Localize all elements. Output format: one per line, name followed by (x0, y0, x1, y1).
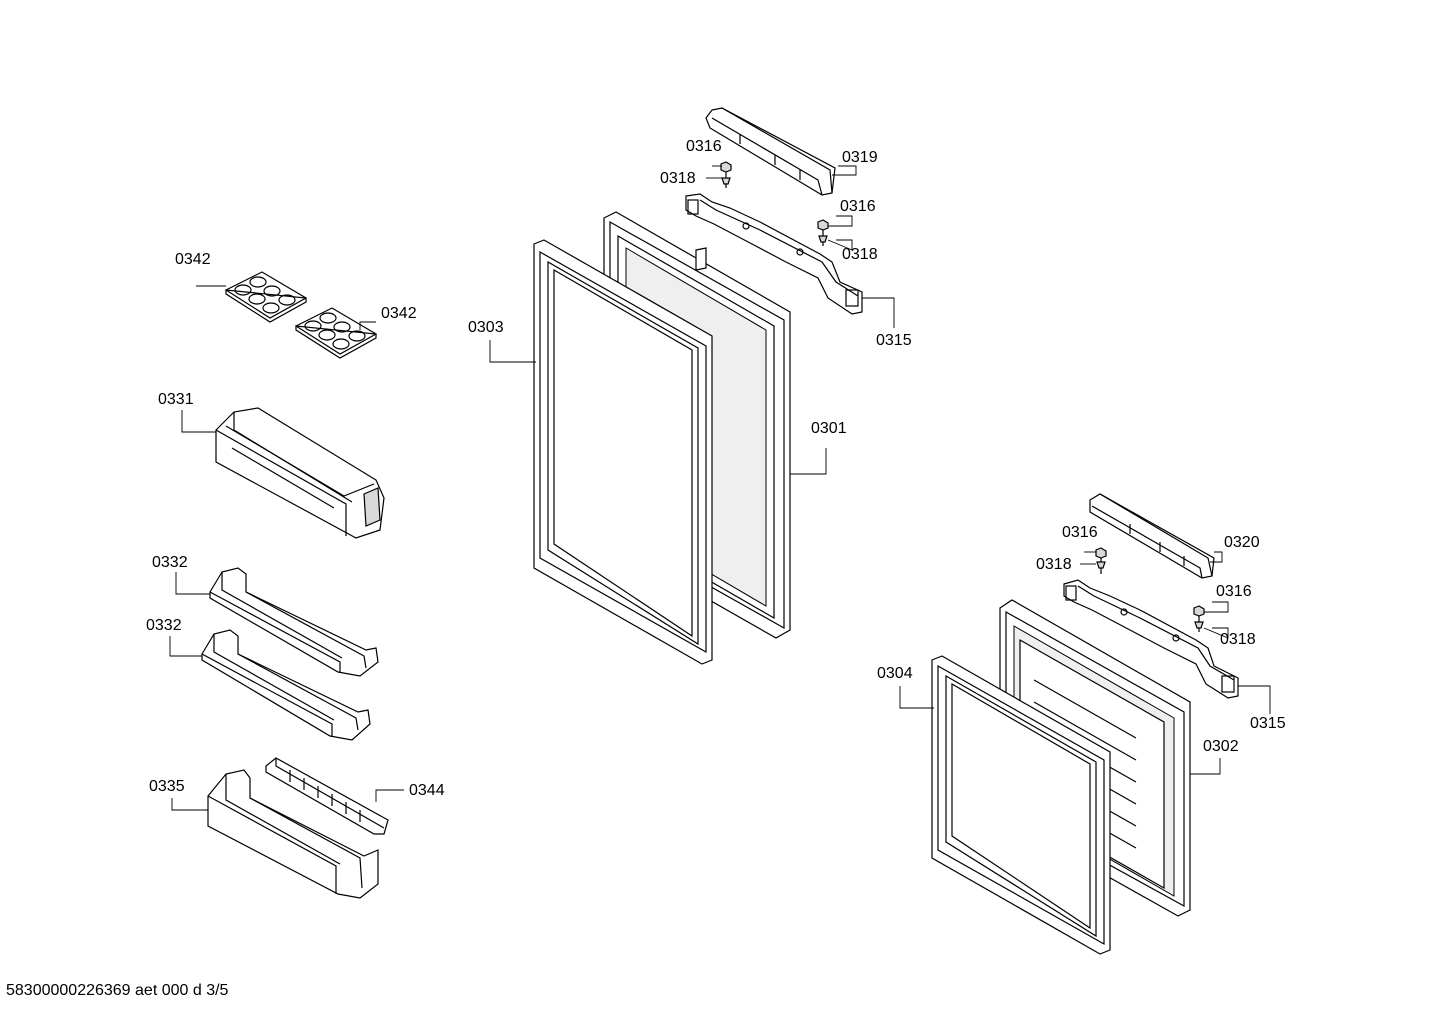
label-0332-a: 0332 (152, 554, 188, 571)
label-0316-bottom-b: 0316 (1216, 583, 1252, 600)
label-0315-top: 0315 (876, 332, 912, 349)
leader-lines (169, 165, 1271, 811)
door-shelf-0332-a (209, 567, 379, 677)
bottle-holder-0344 (265, 757, 389, 835)
label-0318-bottom-a: 0318 (1036, 556, 1072, 573)
label-0302: 0302 (1203, 738, 1239, 755)
hinge-cover-0320 (1089, 493, 1215, 579)
label-0319: 0319 (842, 149, 878, 166)
bottle-shelf-0335 (207, 769, 379, 899)
label-0344: 0344 (409, 782, 445, 799)
label-0304: 0304 (877, 665, 913, 682)
label-0335: 0335 (149, 778, 185, 795)
screw-0316-top-a (720, 161, 732, 188)
label-0318-top-b: 0318 (842, 246, 878, 263)
freezer-gasket-0304 (931, 655, 1111, 955)
label-0342-b: 0342 (381, 305, 417, 322)
door-gasket-0303 (533, 239, 713, 665)
label-0332-b: 0332 (146, 617, 182, 634)
label-0331: 0331 (158, 391, 194, 408)
egg-tray-0342-b (294, 307, 378, 359)
label-0316-top-b: 0316 (840, 198, 876, 215)
screw-0316-top-b (817, 219, 829, 246)
hinge-cover-0319 (705, 107, 836, 196)
label-0320: 0320 (1224, 534, 1260, 551)
screw-0316-bottom-b (1193, 605, 1205, 632)
hinge-bracket-0315-bottom (1063, 579, 1239, 699)
label-0342-a: 0342 (175, 251, 211, 268)
label-0318-bottom-b: 0318 (1220, 631, 1256, 648)
label-0318-top-a: 0318 (660, 170, 696, 187)
hinge-bracket-0315-top (685, 193, 863, 315)
label-0303: 0303 (468, 319, 504, 336)
screw-0316-bottom-a (1095, 547, 1107, 574)
label-0316-top-a: 0316 (686, 138, 722, 155)
label-0301: 0301 (811, 420, 847, 437)
label-0316-bottom-a: 0316 (1062, 524, 1098, 541)
drawing-reference-code: 58300000226369 aet 000 d 3/5 (6, 982, 229, 999)
butter-compartment-0331 (215, 407, 385, 539)
label-0315-bottom: 0315 (1250, 715, 1286, 732)
door-shelf-0332-b (201, 629, 371, 741)
egg-tray-0342-a (224, 271, 308, 323)
